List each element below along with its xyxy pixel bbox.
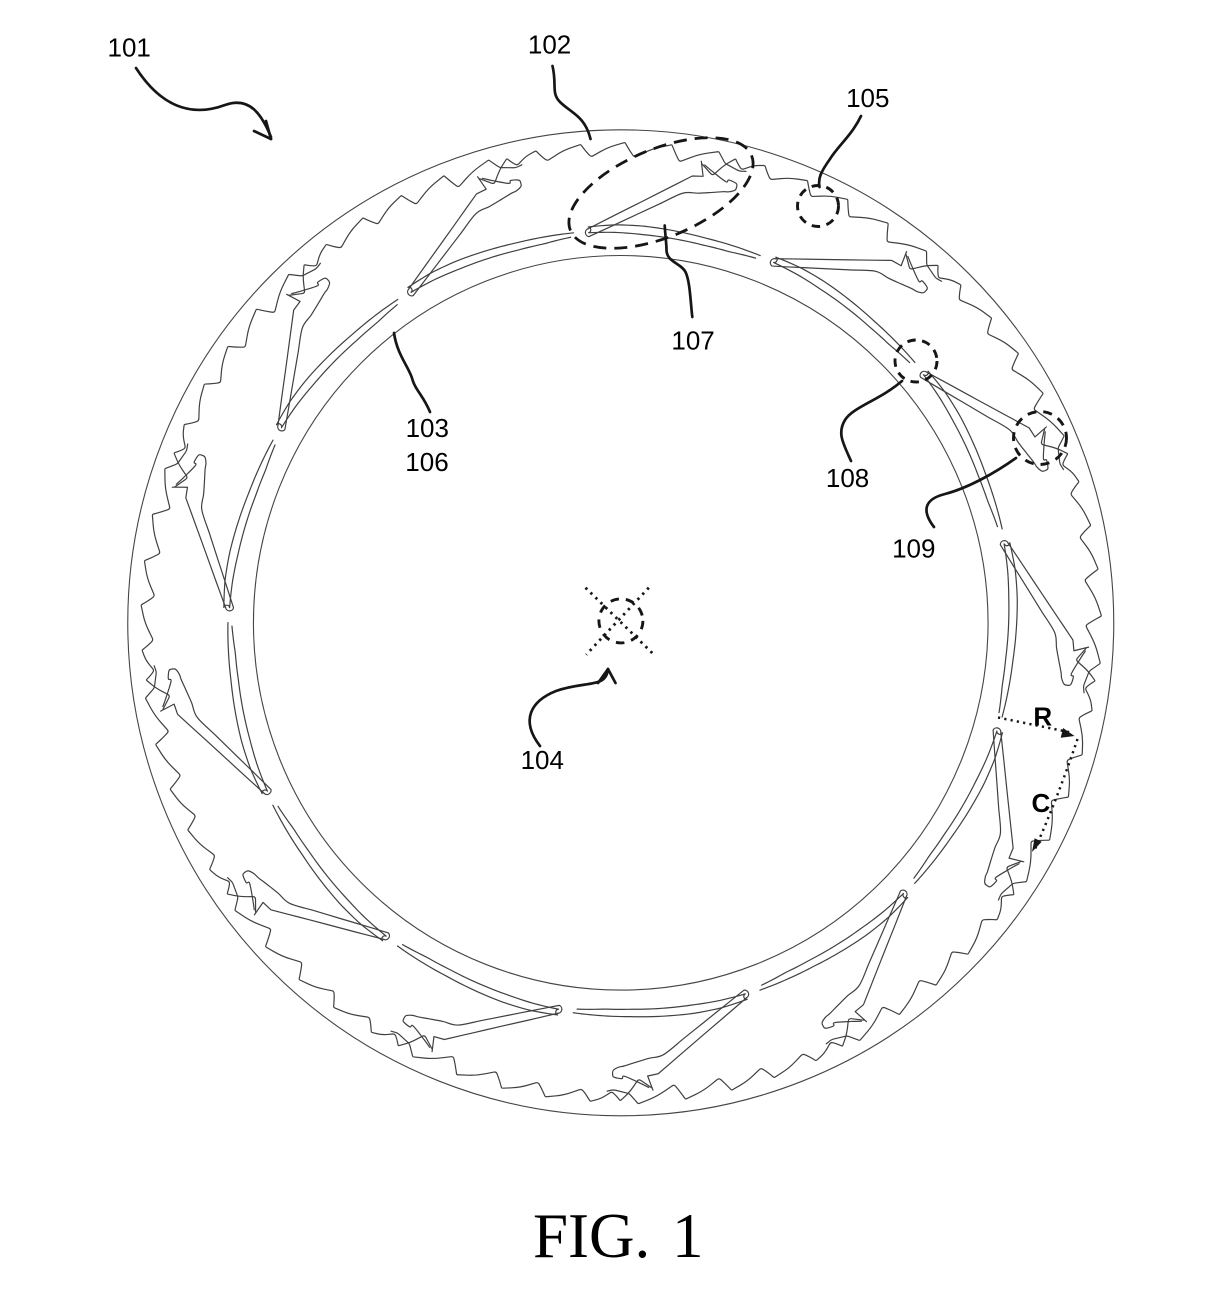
svg-text:C: C [1032,788,1051,818]
svg-text:1: 1 [672,1201,704,1271]
svg-text:FIG.: FIG. [533,1201,650,1271]
svg-text:102: 102 [528,30,571,60]
svg-text:105: 105 [846,83,889,113]
svg-text:104: 104 [521,745,564,775]
svg-text:107: 107 [671,325,714,355]
svg-text:109: 109 [892,533,935,563]
svg-text:108: 108 [826,463,869,493]
svg-text:103: 103 [406,413,449,443]
svg-text:R: R [1033,702,1052,732]
svg-text:101: 101 [108,32,151,62]
svg-text:106: 106 [405,447,448,477]
